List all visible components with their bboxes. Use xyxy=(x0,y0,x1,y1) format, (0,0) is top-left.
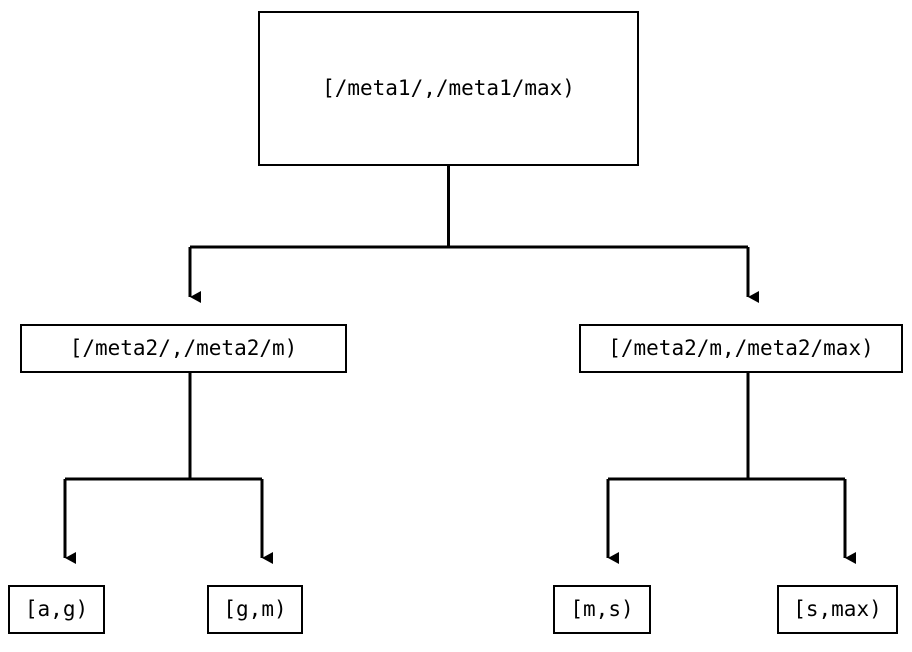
tree-leaf-m-s[interactable]: [m,s) xyxy=(553,585,651,634)
edge-left-branch-to-leaves xyxy=(63,373,273,564)
tree-leaf-a-g-label: [a,g) xyxy=(24,597,89,621)
edge-root-to-level2 xyxy=(188,166,759,303)
tree-leaf-g-m[interactable]: [g,m) xyxy=(207,585,303,634)
tree-node-meta2-lower-label: [/meta2/,/meta2/m) xyxy=(69,336,298,360)
tree-leaf-g-m-label: [g,m) xyxy=(223,597,287,621)
tree-node-meta2-upper[interactable]: [/meta2/m,/meta2/max) xyxy=(579,324,903,373)
tree-node-meta2-upper-label: [/meta2/m,/meta2/max) xyxy=(608,336,874,360)
tree-node-root-label: [/meta1/,/meta1/max) xyxy=(322,76,575,100)
edge-right-branch-to-leaves xyxy=(606,373,856,564)
tree-leaf-a-g[interactable]: [a,g) xyxy=(8,585,105,634)
tree-node-root[interactable]: [/meta1/,/meta1/max) xyxy=(258,11,639,166)
tree-leaf-m-s-label: [m,s) xyxy=(570,597,634,621)
tree-node-meta2-lower[interactable]: [/meta2/,/meta2/m) xyxy=(20,324,347,373)
tree-leaf-s-max-label: [s,max) xyxy=(793,597,882,621)
tree-leaf-s-max[interactable]: [s,max) xyxy=(777,585,898,634)
